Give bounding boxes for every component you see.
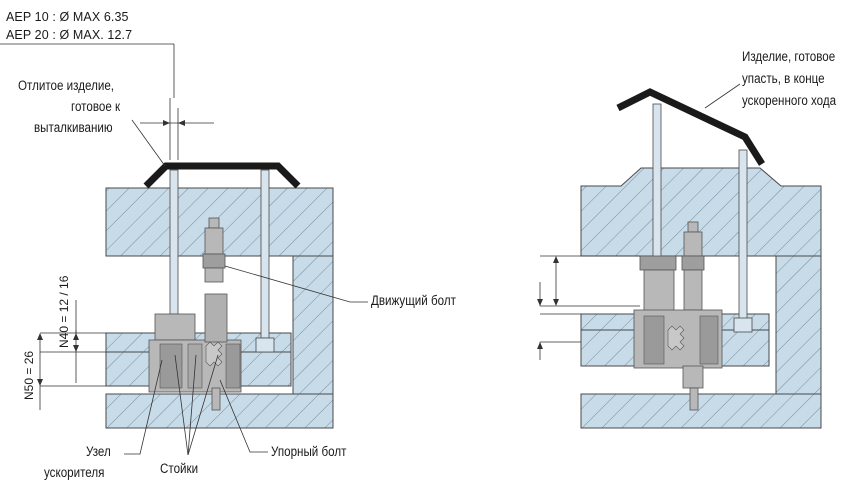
label-casting-line2: готовое к <box>71 99 121 114</box>
label-accelerator-line2: ускорителя <box>44 465 105 480</box>
right-ejected-part <box>616 88 765 166</box>
label-part-line2: упасть, в конце <box>742 71 825 86</box>
label-accelerator-line1: Узел <box>86 444 111 459</box>
leader-posts-1 <box>174 354 189 456</box>
left-moving-bolt <box>202 217 226 283</box>
leader-moving-bolt <box>224 265 368 303</box>
label-casting-line1: Отлитое изделие, <box>18 78 115 93</box>
right-moving-bolt <box>681 221 705 311</box>
left-ejector-pin-1 <box>169 169 179 315</box>
spec-aep20: AEP 20 : Ø MAX. 12.7 <box>6 28 133 42</box>
leader-stop-bolt <box>219 379 268 453</box>
leader-part-ready <box>704 83 741 109</box>
label-part-line1: Изделие, готовое <box>742 49 836 64</box>
label-n40: N40 = 12 / 16 <box>57 275 71 348</box>
left-ejector-pin-2 <box>260 169 270 339</box>
left-cast-part <box>143 162 301 189</box>
left-stop-bolt <box>211 387 221 411</box>
label-part-line3: ускоренного хода <box>742 93 837 108</box>
label-casting-line3: выталкиванию <box>34 120 113 135</box>
label-moving-bolt: Движущий болт <box>371 293 456 308</box>
left-side-support <box>292 255 334 395</box>
label-stop-bolt: Упорный болт <box>271 444 347 459</box>
left-accelerator-unit <box>148 293 242 393</box>
right-assembly <box>537 83 822 429</box>
left-assembly <box>0 43 368 456</box>
leader-casting <box>131 119 166 167</box>
spec-aep10: AEP 10 : Ø MAX 6.35 <box>6 10 129 24</box>
leader-accelerator <box>124 359 163 455</box>
right-accelerator-unit <box>633 255 723 389</box>
leader-posts-2 <box>187 354 197 456</box>
right-stop-bolt <box>689 387 699 411</box>
right-side-support <box>775 255 822 395</box>
right-ejector-pin-2 <box>738 149 748 321</box>
right-bottom-plate <box>580 393 822 429</box>
label-n50: N50 = 26 <box>22 350 36 400</box>
leader-posts-3 <box>187 354 219 456</box>
label-posts: Стойки <box>160 461 199 476</box>
